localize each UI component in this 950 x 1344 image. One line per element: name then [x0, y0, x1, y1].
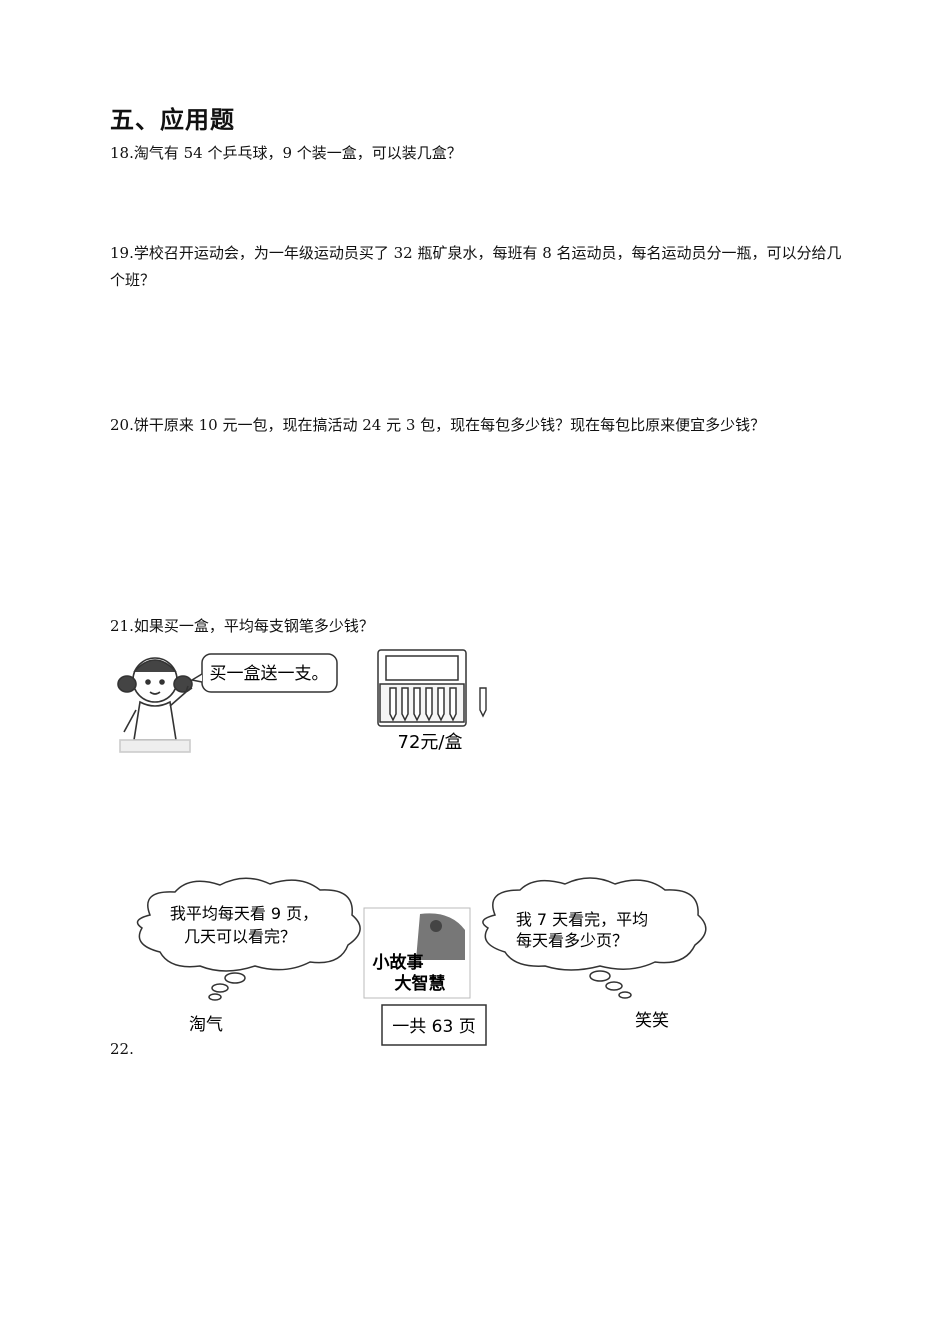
right-thought-line2: 每天看多少页？	[516, 931, 628, 950]
question-19: 19.学校召开运动会，为一年级运动员买了 32 瓶矿泉水，每班有 8 名运动员，…	[110, 244, 842, 289]
right-thought-line1: 我 7 天看完，平均	[516, 910, 648, 929]
speech-bubble	[201, 653, 338, 693]
book-cover-icon	[363, 907, 471, 999]
price-label: 72元/盒	[398, 732, 463, 753]
pen-box-icon	[377, 649, 467, 727]
extra-pen-icon	[479, 687, 487, 718]
total-pages-label: 一共 63 页	[392, 1017, 475, 1037]
total-pages-box	[381, 1004, 487, 1046]
pen-box-illustration: 买一盒送一支。 72元/盒	[117, 649, 487, 753]
book-title-line2: 大智慧	[395, 973, 446, 994]
right-child-name: 笑笑	[635, 1011, 669, 1031]
question-21: 21.如果买一盒，平均每支钢笔多少钱？	[110, 617, 374, 635]
question-20: 20.饼干原来 10 元一包，现在搞活动 24 元 3 包，现在每包多少钱？现在…	[110, 416, 766, 434]
storybook-illustration: 我平均每天看 9 页， 几天可以看完？ 淘气 小故事 大智慧 一共 63 页 我…	[136, 877, 707, 1046]
book-title-line1: 小故事	[373, 952, 424, 973]
left-thought-line2: 几天可以看完？	[184, 927, 296, 946]
question-22: 22.	[110, 1040, 134, 1058]
speech-text: 买一盒送一支。	[210, 664, 329, 684]
section-title: 五、应用题	[110, 106, 235, 134]
left-thought-cloud	[136, 877, 361, 1001]
left-child-name: 淘气	[189, 1015, 223, 1035]
girl-figure	[117, 657, 193, 753]
left-thought-line1: 我平均每天看 9 页，	[170, 904, 318, 923]
question-18: 18.淘气有 54 个乒乓球，9 个装一盒，可以装几盒？	[110, 144, 462, 162]
right-thought-cloud	[482, 877, 707, 999]
